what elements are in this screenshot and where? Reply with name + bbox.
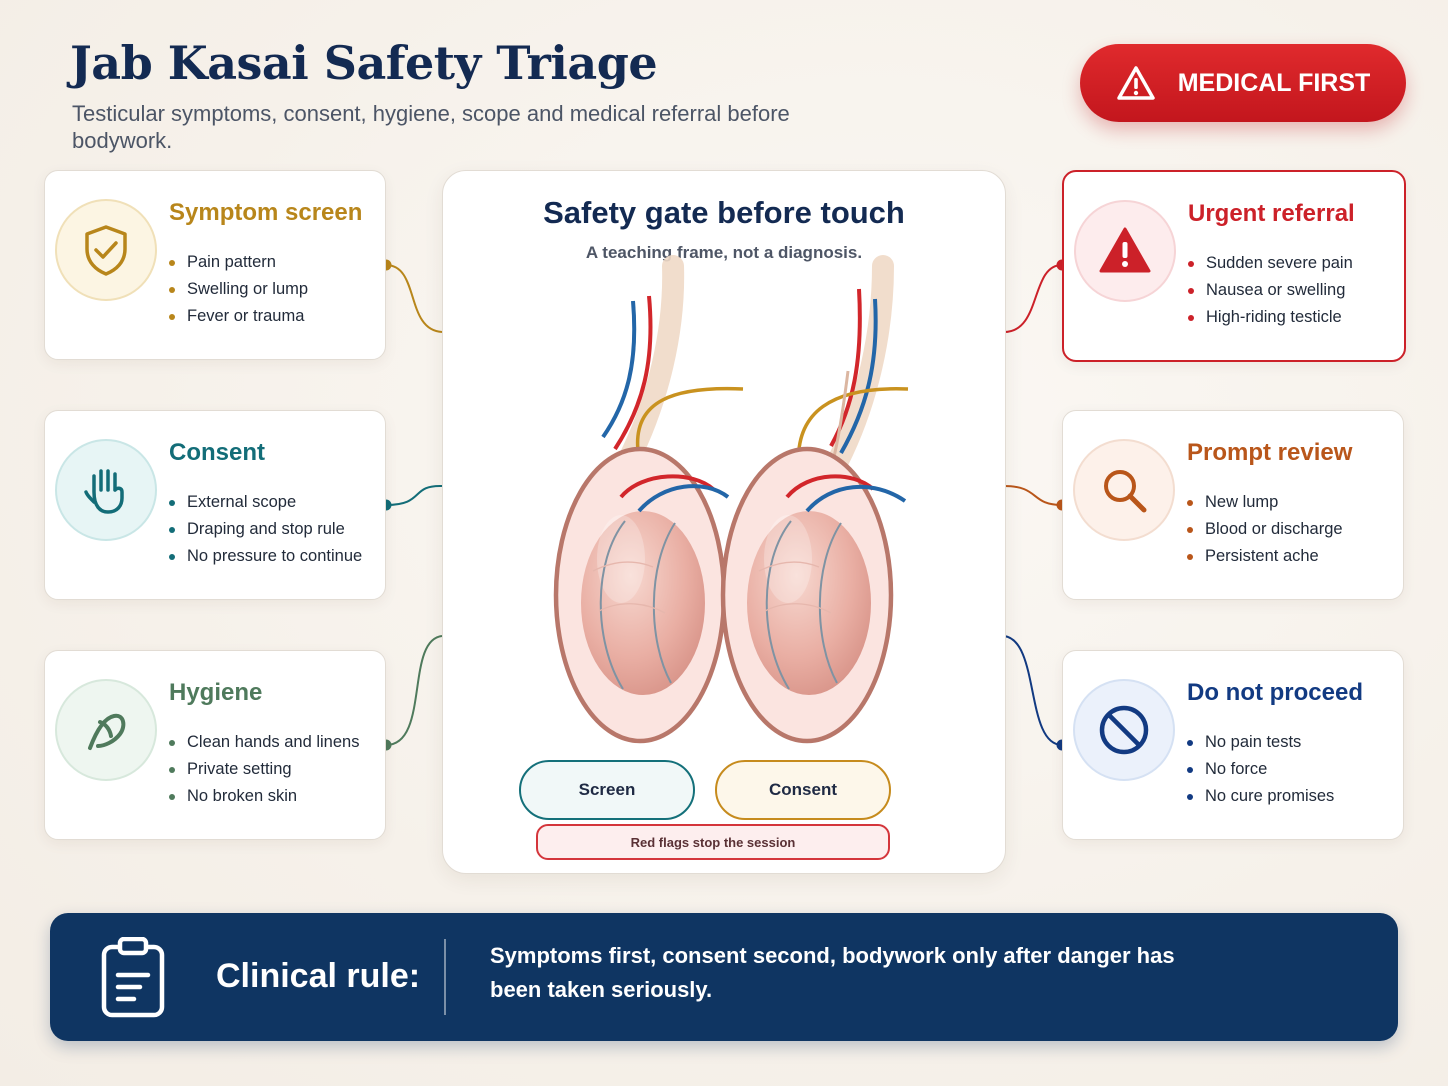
epididymis-red-right — [785, 474, 875, 499]
safety-gate-panel: Safety gate before touch A teaching fram… — [442, 170, 1006, 874]
nerve-left — [635, 386, 744, 452]
list-item: No pain tests — [1187, 729, 1334, 756]
card-list: External scope Draping and stop rule No … — [169, 489, 362, 570]
card-title: Symptom screen — [169, 199, 363, 226]
artery-left — [613, 295, 653, 451]
epididymis-blue-left — [637, 484, 730, 513]
tunica-line-left — [599, 520, 626, 690]
epididymis-red-left — [619, 474, 715, 499]
tunica-line-right — [765, 520, 792, 690]
testis-right — [747, 511, 871, 695]
raised-hand-icon — [84, 469, 124, 514]
list-item: Clean hands and linens — [169, 729, 359, 756]
tunica-line-left-2 — [652, 522, 676, 684]
card-symptom-screen: Symptom screen Pain pattern Swelling or … — [44, 170, 386, 360]
list-item: No broken skin — [169, 783, 359, 810]
tunica-line-right-2 — [818, 522, 842, 684]
texture-left — [592, 561, 666, 614]
card-consent: Consent External scope Draping and stop … — [44, 410, 386, 600]
list-item: High-riding testicle — [1188, 304, 1353, 331]
list-item: Persistent ache — [1187, 543, 1343, 570]
connector-consent — [385, 484, 443, 506]
list-item: Draping and stop rule — [169, 516, 362, 543]
connector-urgent — [1003, 264, 1063, 333]
card-list: New lump Blood or discharge Persistent a… — [1187, 489, 1343, 570]
connector-donot — [1003, 635, 1063, 746]
texture-right — [758, 561, 832, 614]
medical-first-badge: MEDICAL FIRST — [1080, 44, 1406, 122]
card-hygiene: Hygiene Clean hands and linens Private s… — [44, 650, 386, 840]
rule-text: Symptoms first, consent second, bodywork… — [490, 943, 1175, 1002]
list-item: Fever or trauma — [169, 303, 308, 330]
list-item: Private setting — [169, 756, 359, 783]
card-title: Urgent referral — [1188, 200, 1355, 227]
testis-left — [581, 511, 705, 695]
card-list: No pain tests No force No cure promises — [1187, 729, 1334, 810]
shield-check-icon — [85, 225, 127, 276]
panel-title: Safety gate before touch — [543, 195, 905, 230]
page-title: Jab Kasai Safety Triage — [70, 36, 658, 90]
card-title: Hygiene — [169, 679, 263, 706]
connector-hygiene — [385, 635, 443, 746]
list-item: No pressure to continue — [169, 543, 362, 570]
rule-label: Clinical rule: — [216, 957, 421, 995]
vein-left — [601, 300, 637, 439]
prohibited-icon — [1099, 705, 1149, 755]
red-flags-bar: Red flags stop the session — [536, 824, 890, 860]
list-item: External scope — [169, 489, 362, 516]
connector-prompt — [1003, 485, 1063, 506]
spermatic-cord-left — [617, 255, 685, 472]
card-list: Sudden severe pain Nausea or swelling Hi… — [1188, 250, 1353, 331]
connector-symptom — [385, 264, 443, 333]
vein-right — [839, 298, 878, 454]
list-item: Sudden severe pain — [1188, 250, 1353, 277]
warning-triangle-icon — [1099, 227, 1151, 273]
card-do-not-proceed: Do not proceed No pain tests No force No… — [1062, 650, 1404, 840]
badge-label: MEDICAL FIRST — [1177, 68, 1371, 97]
card-list: Clean hands and linens Private setting N… — [169, 729, 359, 810]
magnifier-icon — [1104, 470, 1147, 513]
list-item: Pain pattern — [169, 249, 308, 276]
anatomy-illustration — [553, 255, 909, 744]
card-title: Consent — [169, 439, 265, 466]
testis-highlight-right — [764, 515, 812, 603]
card-list: Pain pattern Swelling or lump Fever or t… — [169, 249, 308, 330]
list-item: No cure promises — [1187, 783, 1334, 810]
card-prompt-review: Prompt review New lump Blood or discharg… — [1062, 410, 1404, 600]
screen-step-pill: Screen — [519, 760, 695, 820]
list-item: Swelling or lump — [169, 276, 308, 303]
testis-highlight-left — [597, 515, 645, 603]
warning-triangle-icon — [1116, 66, 1155, 100]
banner-divider — [444, 939, 446, 1015]
list-item: New lump — [1187, 489, 1343, 516]
clinical-rule-banner: Clinical rule: Symptoms first, consent s… — [50, 913, 1398, 1041]
card-title: Prompt review — [1187, 439, 1353, 466]
list-item: No force — [1187, 756, 1334, 783]
list-item: Blood or discharge — [1187, 516, 1343, 543]
panel-note: A teaching frame, not a diagnosis. — [585, 243, 863, 262]
clipboard-icon — [101, 937, 165, 1018]
consent-step-pill: Consent — [715, 760, 891, 820]
card-title: Do not proceed — [1187, 679, 1364, 706]
hygiene-swirl-icon — [88, 713, 126, 750]
list-item: Nausea or swelling — [1188, 277, 1353, 304]
epididymis-blue-right — [805, 484, 907, 513]
page-subtitle: Testicular symptoms, consent, hygiene, s… — [72, 101, 790, 153]
card-urgent-referral: Urgent referral Sudden severe pain Nause… — [1062, 170, 1406, 362]
